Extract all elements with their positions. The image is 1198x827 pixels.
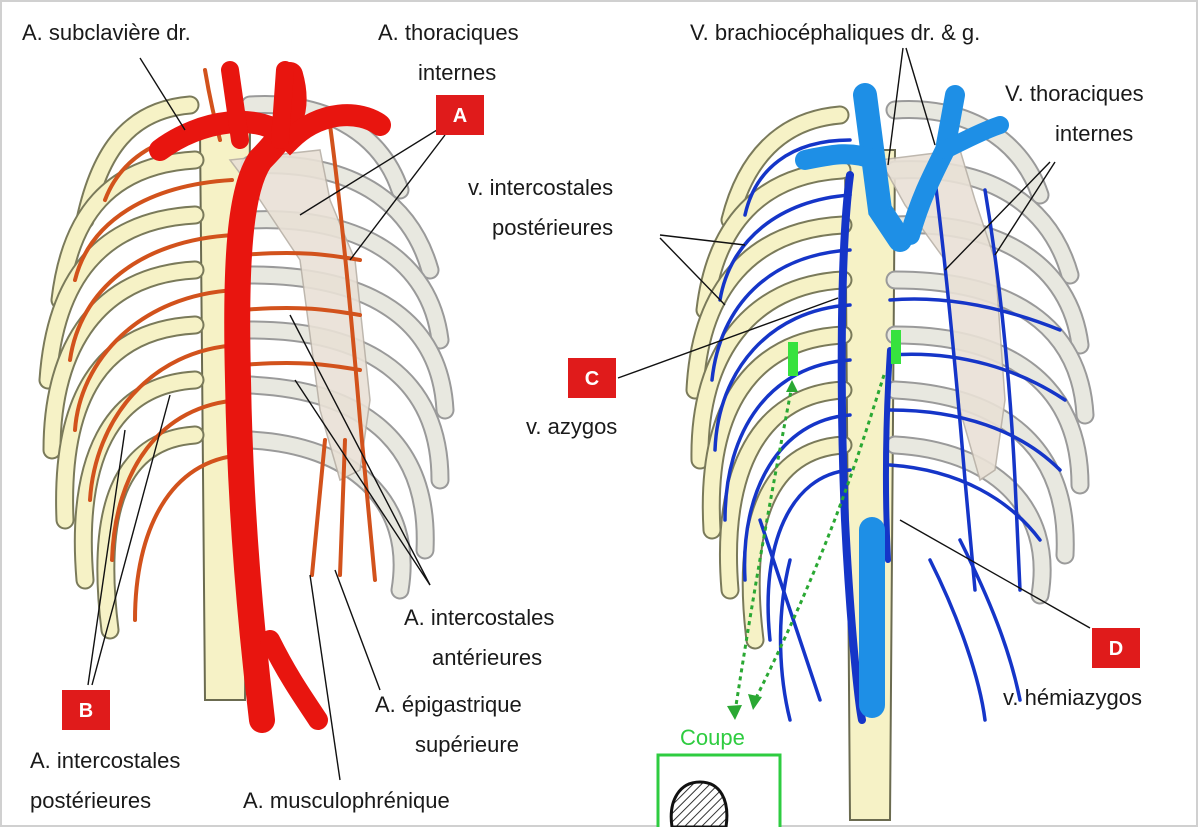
label-post-intercostal-1: A. intercostales [30, 748, 180, 773]
svg-text:A: A [453, 105, 467, 127]
label-thoracic-internal-2: internes [418, 60, 496, 85]
label-azygos: v. azygos [526, 414, 617, 439]
label-ant-intercostal-2: antérieures [432, 645, 542, 670]
label-brachiocephalic: V. brachiocéphaliques dr. & g. [690, 20, 980, 45]
label-v-thoracic-internal-2: internes [1055, 121, 1133, 146]
label-epigastric-1: A. épigastrique [375, 692, 522, 717]
tag-d: D [1092, 628, 1140, 668]
label-musculophrenic: A. musculophrénique [243, 788, 450, 813]
label-hemiazygos: v. hémiazygos [1003, 685, 1142, 710]
tag-b: B [62, 690, 110, 730]
label-v-post-intercostal-2: postérieures [492, 215, 613, 240]
label-coupe: Coupe [680, 725, 745, 750]
section-inset [658, 755, 780, 827]
label-post-intercostal-2: postérieures [30, 788, 151, 813]
label-ant-intercostal-1: A. intercostales [404, 605, 554, 630]
tag-c: C [568, 358, 616, 398]
svg-text:C: C [585, 368, 599, 390]
svg-text:B: B [79, 700, 93, 722]
label-v-post-intercostal-1: v. intercostales [468, 175, 613, 200]
label-subclavian: A. subclavière dr. [22, 20, 191, 45]
svg-text:D: D [1109, 638, 1123, 660]
label-thoracic-internal-1: A. thoraciques [378, 20, 519, 45]
tag-a: A [436, 95, 484, 135]
label-epigastric-2: supérieure [415, 732, 519, 757]
label-v-thoracic-internal-1: V. thoraciques [1005, 81, 1144, 106]
